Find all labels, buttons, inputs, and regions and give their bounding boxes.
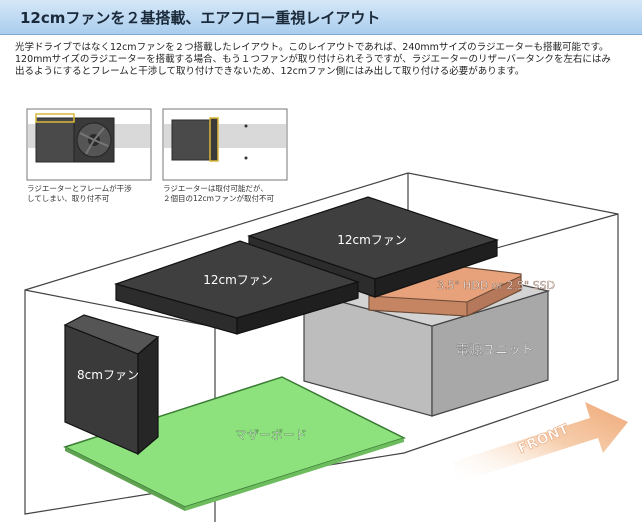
thumbnail-radiator-conflict xyxy=(26,108,152,181)
description-paragraph-2: 120mmサイズのラジエーターを搭載する場合、もう１つファンが取り付けられそうで… xyxy=(15,54,611,77)
motherboard-label: マザーボード xyxy=(235,428,307,442)
thumbnail-caption-2-line1: ラジエーターは取付可能だが、 xyxy=(163,184,268,193)
radiator-highlight xyxy=(209,117,219,162)
thumbnail-caption-2-line2: ２個目の12cmファンが取付不可 xyxy=(163,194,274,203)
motherboard-block xyxy=(63,376,406,511)
psu-label: 電源ユニット xyxy=(456,343,534,358)
description: 光学ドライブではなく12cmファンを２つ搭載したレイアウト。このレイアウトであれ… xyxy=(15,42,613,78)
description-paragraph-1: 光学ドライブではなく12cmファンを２つ搭載したレイアウト。このレイアウトであれ… xyxy=(15,42,609,53)
conflict-highlight xyxy=(35,113,75,123)
page-title: 12cmファンを２基搭載、エアフロー重視レイアウト xyxy=(20,9,381,27)
thumbnail-caption-1-line2: してしまい、取り付不可 xyxy=(27,194,110,203)
fan-8cm-label: 8cmファン xyxy=(77,368,139,382)
thumbnail-second-fan-blocked xyxy=(162,108,288,181)
fan-12cm-front-block xyxy=(113,240,360,335)
header-bar: 12cmファンを２基搭載、エアフロー重視レイアウト xyxy=(0,0,642,35)
thumbnail-caption-1: ラジエーターとフレームが干渉 してしまい、取り付不可 xyxy=(27,184,132,204)
fan-12cm-rear-label: 12cmファン xyxy=(337,233,407,247)
fan-8cm-block xyxy=(63,314,160,456)
thumbnail-caption-1-line1: ラジエーターとフレームが干渉 xyxy=(27,184,132,193)
front-arrow: FRONT xyxy=(452,402,628,482)
fan-12cm-front-label: 12cmファン xyxy=(203,273,273,287)
thumbnail-caption-2: ラジエーターは取付可能だが、 ２個目の12cmファンが取付不可 xyxy=(163,184,274,204)
drive-bay-label: 3.5" HDD or 2.5" SSD xyxy=(437,279,555,292)
